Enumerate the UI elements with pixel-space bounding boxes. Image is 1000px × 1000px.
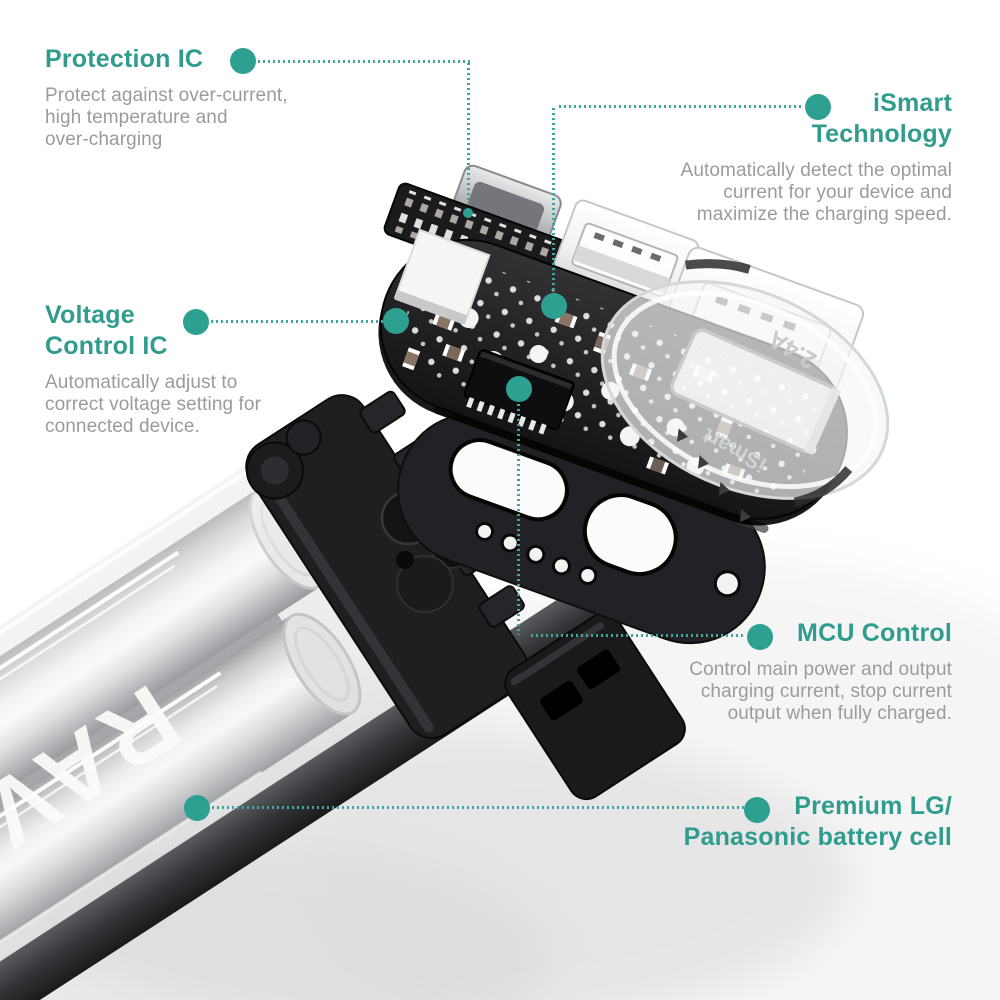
protection-leader-line <box>258 60 470 63</box>
battery-leader-line <box>212 806 744 809</box>
mcu-leader-line <box>531 634 746 637</box>
bracket-hole-row <box>475 522 598 585</box>
translucent-case-front <box>0 453 448 1000</box>
callout-title: Voltage Control IC <box>45 301 168 360</box>
bracket-screw-hole <box>713 570 741 598</box>
mcu-label-dot <box>747 624 773 650</box>
protection-label-dot <box>230 48 256 74</box>
inner-frame <box>245 390 686 801</box>
protection-target-dot <box>463 208 473 218</box>
powerbank-body: RAV <box>0 453 648 1000</box>
callout-description: Automatically adjust to correct voltage … <box>45 372 262 437</box>
cap-arrow-marks <box>677 428 751 523</box>
callout-ismart-technology: iSmart Technology Automatically detect t… <box>612 88 952 226</box>
mcu-leader-line <box>517 404 520 635</box>
voltage-target-dot <box>383 308 409 334</box>
callout-battery-cell: Premium LG/ Panasonic battery cell <box>592 791 952 853</box>
callout-description: Control main power and output charging c… <box>689 659 952 724</box>
callout-title: MCU Control <box>797 619 952 647</box>
voltage-label-dot <box>183 309 209 335</box>
ismart-label-dot <box>805 94 831 120</box>
ismart-leader-line <box>552 108 555 294</box>
protection-leader-line <box>467 63 470 208</box>
callout-mcu-control: MCU Control Control main power and outpu… <box>612 618 952 725</box>
clear-end-cap: 2.4A iSmart <box>600 259 890 523</box>
battery-target-dot <box>184 795 210 821</box>
callout-protection-ic: Protection IC Protect against over-curre… <box>45 44 375 151</box>
mcu-target-dot <box>506 376 532 402</box>
voltage-leader-line <box>211 320 383 323</box>
ismart-target-dot <box>541 293 567 319</box>
callout-title: iSmart Technology <box>811 89 952 148</box>
callout-title: Protection IC <box>45 45 204 73</box>
capacitor-block <box>393 228 491 325</box>
callout-description: Automatically detect the optimal current… <box>680 160 952 225</box>
ismart-leader-line <box>559 105 803 108</box>
callout-title: Premium LG/ Panasonic battery cell <box>683 792 952 851</box>
callout-description: Protect against over-current, high tempe… <box>45 85 288 150</box>
battery-label-dot <box>744 797 770 823</box>
callout-voltage-control-ic: Voltage Control IC Automatically adjust … <box>45 300 375 438</box>
bracket-cutout <box>582 493 678 576</box>
